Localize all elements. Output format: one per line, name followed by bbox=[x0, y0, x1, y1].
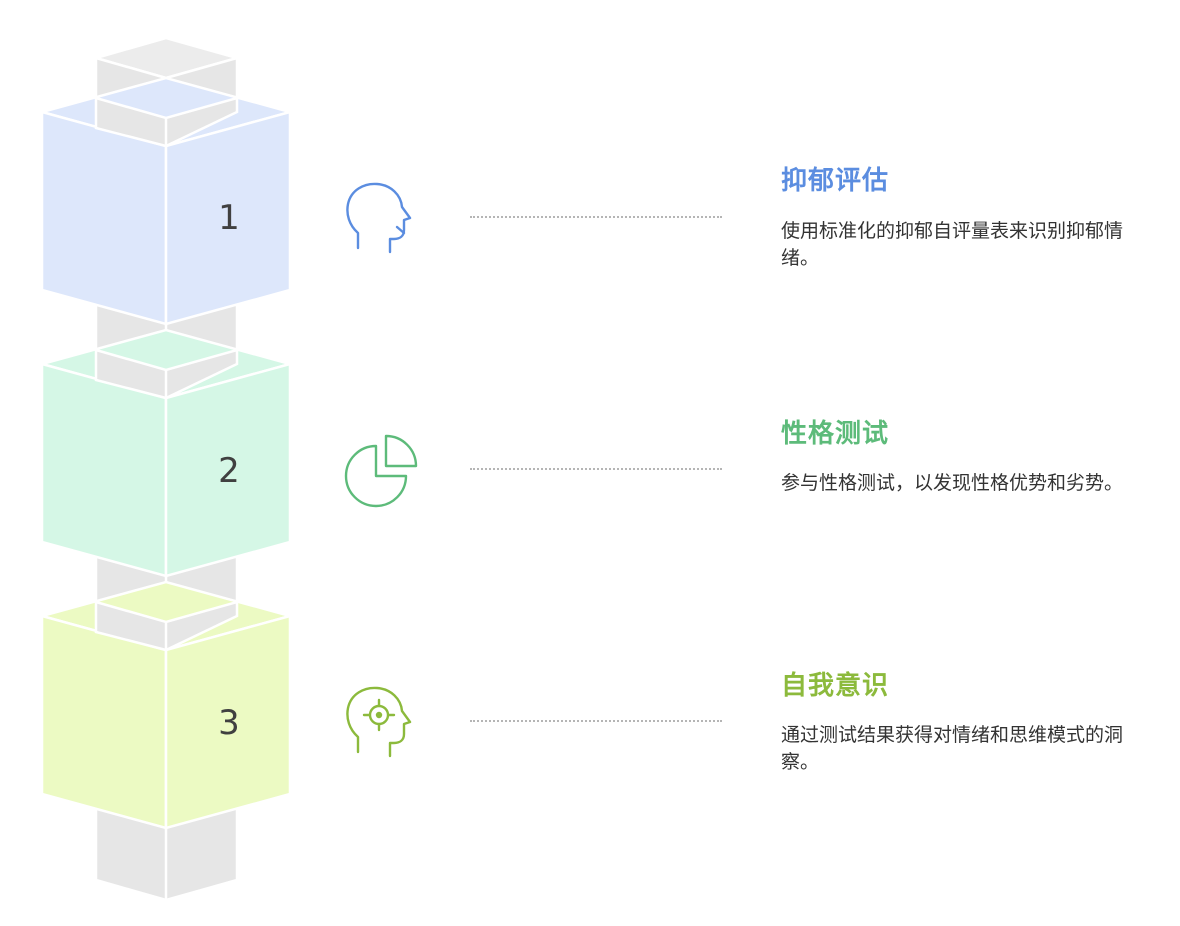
connector-line-1 bbox=[470, 216, 722, 218]
cube-3: 3 bbox=[37, 580, 295, 830]
cube-2-left-face bbox=[40, 362, 168, 578]
step-2-description: 参与性格测试，以发现性格优势和劣势。 bbox=[781, 472, 1124, 494]
step-1-title: 抑郁评估 bbox=[781, 166, 890, 196]
cube-2-right-face bbox=[164, 362, 292, 578]
step-3-description: 通过测试结果获得对情绪和思维模式的洞察。 bbox=[781, 724, 1124, 773]
cube-2: 2 bbox=[37, 328, 295, 578]
head-speaking-icon bbox=[346, 182, 412, 254]
step-3-number: 3 bbox=[218, 703, 240, 743]
cube-1-right-face bbox=[164, 110, 292, 326]
head-target-icon bbox=[346, 686, 412, 758]
cube-1-left-face bbox=[40, 110, 168, 326]
step-2-number: 2 bbox=[218, 451, 240, 491]
step-3-title: 自我意识 bbox=[781, 671, 890, 701]
connector-line-2 bbox=[470, 468, 722, 470]
cube-3-left-face bbox=[40, 614, 168, 830]
step-1-number: 1 bbox=[218, 198, 240, 238]
cube-3-right-face bbox=[164, 614, 292, 830]
connector-line-3 bbox=[470, 720, 722, 722]
pie-chart-icon bbox=[344, 434, 418, 508]
step-1-description: 使用标准化的抑郁自评量表来识别抑郁情绪。 bbox=[781, 220, 1124, 269]
step-2-title: 性格测试 bbox=[781, 419, 890, 449]
cube-1: 1 bbox=[37, 76, 295, 326]
